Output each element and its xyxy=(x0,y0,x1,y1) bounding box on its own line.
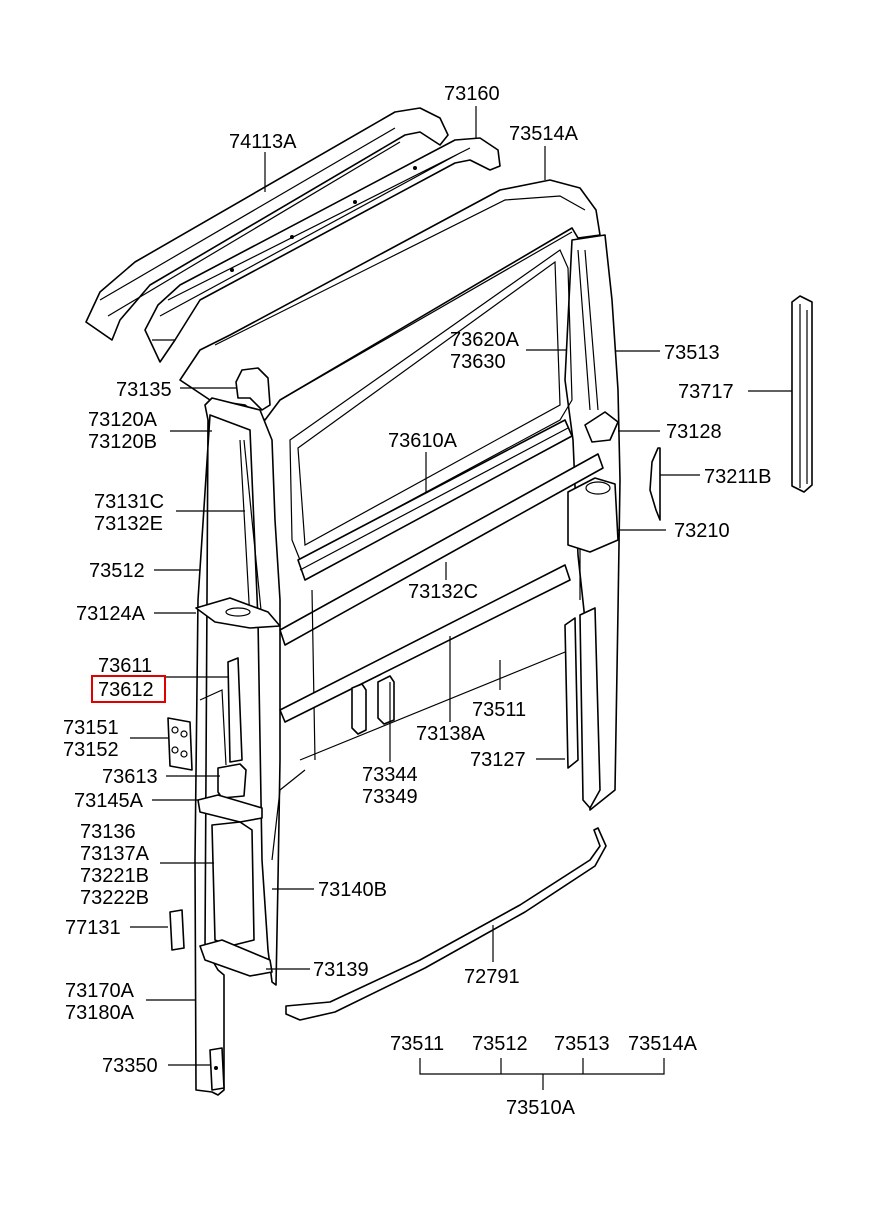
part-73151-plate xyxy=(167,717,193,771)
label-73511[interactable]: 73511 xyxy=(472,699,526,721)
assembly-label-73510a[interactable]: 73510A xyxy=(506,1097,576,1119)
part-73132c-rail xyxy=(279,453,604,761)
label-73124a[interactable]: 73124A xyxy=(76,603,146,625)
label-73222b[interactable]: 73222B xyxy=(80,887,149,909)
label-73512[interactable]: 73512 xyxy=(89,560,145,582)
label-73120a[interactable]: 73120A xyxy=(88,409,158,431)
label-73132c[interactable]: 73132C xyxy=(408,581,478,603)
label-73136[interactable]: 73136 xyxy=(80,821,136,843)
part-74113a-roof-rail xyxy=(85,107,449,341)
part-73620a-window-frame xyxy=(289,249,573,561)
label-73350[interactable]: 73350 xyxy=(102,1055,158,1077)
part-73350-bracket xyxy=(209,1047,225,1091)
label-73137a[interactable]: 73137A xyxy=(80,843,150,865)
label-73128[interactable]: 73128 xyxy=(666,421,722,443)
label-73349[interactable]: 73349 xyxy=(362,786,418,808)
assembly-label-73512[interactable]: 73512 xyxy=(472,1033,528,1055)
label-73613[interactable]: 73613 xyxy=(102,766,158,788)
exploded-view-drawing xyxy=(85,107,661,1096)
part-73211b-cover xyxy=(649,447,661,521)
part-72791-weatherstrip xyxy=(285,827,607,1021)
part-73717-strip xyxy=(791,295,813,493)
label-73717[interactable]: 73717 xyxy=(678,381,734,403)
part-77131-clip xyxy=(169,909,185,951)
part-73511-lower-panel-edge xyxy=(271,649,571,861)
label-73120b[interactable]: 73120B xyxy=(88,431,157,453)
part-73160-roof-rail xyxy=(144,137,501,363)
label-73127[interactable]: 73127 xyxy=(470,749,526,771)
label-73180a[interactable]: 73180A xyxy=(65,1002,135,1024)
label-73152[interactable]: 73152 xyxy=(63,739,119,761)
part-73127-molding xyxy=(564,607,601,809)
label-73135[interactable]: 73135 xyxy=(116,379,172,401)
assembly-label-73511[interactable]: 73511 xyxy=(390,1033,444,1055)
label-73211b[interactable]: 73211B xyxy=(704,466,771,488)
part-73344-bracket xyxy=(351,675,395,735)
part-73139-cap xyxy=(199,939,273,977)
part-73613-clip xyxy=(217,763,247,799)
part-73135 xyxy=(235,367,271,411)
label-73611[interactable]: 73611 xyxy=(98,655,152,677)
label-73210[interactable]: 73210 xyxy=(674,520,730,542)
label-73221b[interactable]: 73221B xyxy=(80,865,149,887)
label-74113a[interactable]: 74113A xyxy=(229,131,297,153)
label-73514a[interactable]: 73514A xyxy=(509,123,579,145)
part-labels: 73160 74113A 73514A 73620A 73630 73513 7… xyxy=(63,83,771,1119)
label-73145a[interactable]: 73145A xyxy=(74,790,144,812)
label-73170a[interactable]: 73170A xyxy=(65,980,135,1002)
part-73124a xyxy=(195,597,281,629)
label-72791[interactable]: 72791 xyxy=(464,966,520,988)
label-77131[interactable]: 77131 xyxy=(65,917,121,939)
label-73630[interactable]: 73630 xyxy=(450,351,506,373)
assembly-bracket xyxy=(419,1058,665,1090)
part-73512-left-pillar xyxy=(194,397,281,1096)
label-73140b[interactable]: 73140B xyxy=(318,879,387,901)
leader-lines xyxy=(130,106,796,1066)
part-73611-strip xyxy=(199,657,243,766)
assembly-label-73514a[interactable]: 73514A xyxy=(628,1033,698,1055)
part-73145a-cap xyxy=(197,794,263,823)
assembly-label-73513[interactable]: 73513 xyxy=(554,1033,610,1055)
part-73610a-window-trim xyxy=(297,419,573,581)
part-73136-panel xyxy=(211,821,255,947)
label-73620a[interactable]: 73620A xyxy=(450,329,520,351)
part-73210-bracket xyxy=(567,477,619,553)
label-73160[interactable]: 73160 xyxy=(444,83,500,105)
label-73151[interactable]: 73151 xyxy=(63,717,119,739)
label-73139[interactable]: 73139 xyxy=(313,959,369,981)
highlight-box-73612 xyxy=(91,675,166,703)
label-73344[interactable]: 73344 xyxy=(362,764,418,786)
part-73138a-rail xyxy=(279,564,571,723)
part-73128-clip xyxy=(584,411,619,443)
label-73610a[interactable]: 73610A xyxy=(388,430,458,452)
label-73131c[interactable]: 73131C xyxy=(94,491,164,513)
label-73132e[interactable]: 73132E xyxy=(94,513,163,535)
label-73138a[interactable]: 73138A xyxy=(416,723,486,745)
label-73513[interactable]: 73513 xyxy=(664,342,720,364)
label-73612[interactable]: 73612 xyxy=(98,679,154,701)
